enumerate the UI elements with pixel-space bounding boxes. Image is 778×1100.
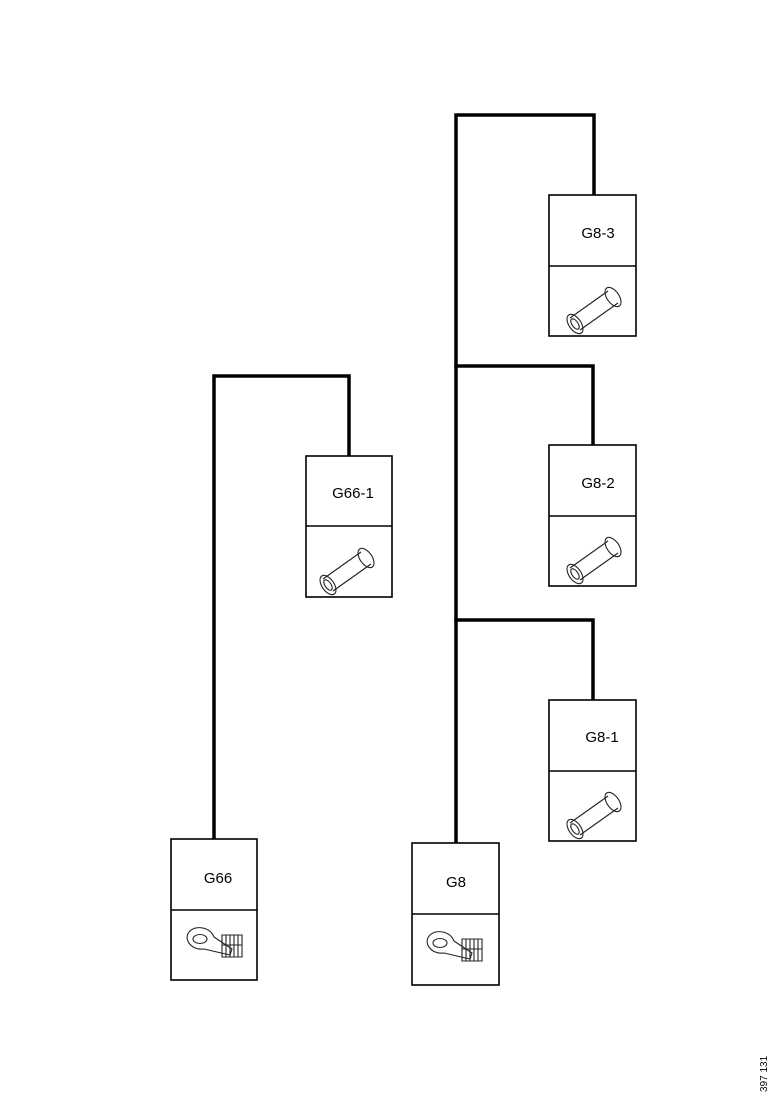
reference-number: 397 131 <box>759 1055 770 1092</box>
connector-label: G66-1 <box>332 485 374 502</box>
connector-g8-1[interactable]: G8-1 <box>548 699 637 843</box>
connector-g8[interactable]: G8 <box>411 842 500 986</box>
wire-g8-trunk <box>454 113 596 844</box>
connector-label: G8-3 <box>581 225 614 242</box>
connector-label: G8-2 <box>581 475 614 492</box>
connector-label: G66 <box>204 870 232 887</box>
connector-g66-1[interactable]: G66-1 <box>305 455 393 599</box>
connector-label: G8 <box>446 874 466 891</box>
connector-label: G8-1 <box>585 729 618 746</box>
connector-g8-2[interactable]: G8-2 <box>548 444 637 588</box>
connector-g8-3[interactable]: G8-3 <box>548 194 637 338</box>
wire-g66-branch <box>212 374 351 840</box>
connector-g66[interactable]: G66 <box>170 838 258 981</box>
